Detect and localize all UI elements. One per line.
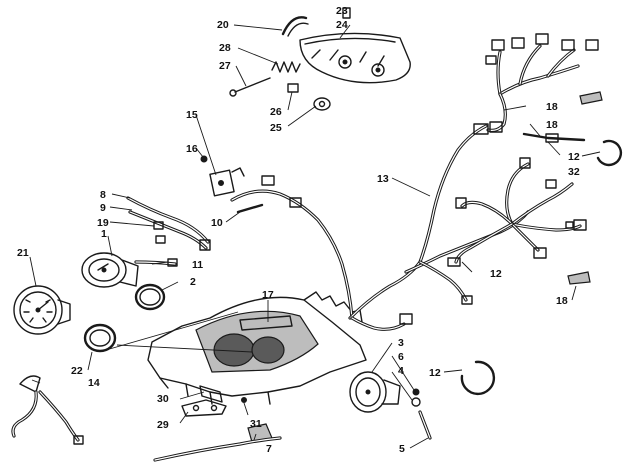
callout-25: 25 <box>270 122 282 134</box>
callout-10: 10 <box>211 217 223 229</box>
harness-connector-pair <box>261 175 302 208</box>
callout-19: 19 <box>97 217 109 229</box>
callout-31: 31 <box>250 418 262 430</box>
callout-6: 6 <box>398 351 404 363</box>
callout-16: 16 <box>186 143 198 155</box>
switch-bracket-part-15 <box>209 167 245 197</box>
leader-lines <box>29 24 601 449</box>
switch-harness-part-8 <box>126 196 211 251</box>
callout-labels: 20 23 24 28 27 26 25 15 16 10 8 9 19 1 1… <box>17 5 580 455</box>
branch-harness-part-12-right <box>447 157 587 267</box>
lens-part-20 <box>281 16 309 37</box>
connector-harness-part-13 <box>473 33 599 135</box>
nut-part-16 <box>200 155 208 163</box>
fastener-part-31 <box>241 397 247 403</box>
callout-15: 15 <box>186 109 198 121</box>
retaining-ring-part-12-upper <box>596 139 623 167</box>
washer-part-4 <box>411 397 421 407</box>
callout-20: 20 <box>217 19 229 31</box>
callout-18-upper: 18 <box>546 119 558 131</box>
wire-part-5 <box>418 410 432 440</box>
callout-14: 13 <box>377 173 389 185</box>
bezel-ring-part-2-lower <box>83 323 117 353</box>
grommet-part-25 <box>313 97 331 111</box>
callout-12-upper: 12 <box>568 151 580 163</box>
callout-28: 28 <box>219 42 231 54</box>
tachometer-part-1 <box>81 252 139 288</box>
bezel-ring-part-2-upper <box>134 283 166 311</box>
instrument-cluster-housing <box>299 32 411 84</box>
callout-4: 4 <box>398 365 404 377</box>
callout-12-lower: 12 <box>429 367 441 379</box>
cap-part-18-upper <box>579 91 603 105</box>
callout-13: 18 <box>546 101 558 113</box>
callout-22: 14 <box>88 377 100 389</box>
callout-7: 7 <box>266 443 272 455</box>
callout-27: 27 <box>219 60 231 72</box>
callout-21: 21 <box>17 247 29 259</box>
cap-part-18-lower <box>567 271 591 285</box>
callout-11: 11 <box>192 259 203 271</box>
callout-29: 29 <box>157 419 169 431</box>
bulb-part-27 <box>229 77 271 97</box>
fuse-holder-part-32 <box>522 132 586 143</box>
retaining-ring-part-12-lower <box>460 360 496 396</box>
callout-23: 23 <box>336 5 348 17</box>
harness-part-22 <box>11 375 84 445</box>
callout-2-upper: 2 <box>190 276 196 288</box>
callout-2-lower: 22 <box>71 365 83 377</box>
speedometer-part-21 <box>13 285 71 335</box>
callout-12-right: 12 <box>490 268 502 280</box>
screw-part-10 <box>236 203 264 214</box>
mount-bracket-part-29 <box>181 399 227 417</box>
callout-18-lower: 18 <box>556 295 568 307</box>
callout-32: 32 <box>568 166 580 178</box>
dash-console-part-17 <box>147 291 367 405</box>
callout-24: 24 <box>336 19 348 31</box>
callout-26: 26 <box>270 106 282 118</box>
callout-1: 1 <box>101 228 107 240</box>
throttle-cable <box>153 436 282 462</box>
main-wiring-harness-part-14 <box>230 124 530 331</box>
fuel-gauge-part-3 <box>349 371 401 413</box>
callout-5: 5 <box>399 443 405 455</box>
callout-3: 3 <box>398 337 404 349</box>
sender-part-11 <box>134 258 178 267</box>
callout-9: 9 <box>100 202 106 214</box>
callout-30: 30 <box>157 393 169 405</box>
callout-8: 8 <box>100 189 106 201</box>
nut-part-6 <box>412 388 420 396</box>
callout-17: 17 <box>262 289 274 301</box>
clip-part-23 <box>342 7 351 19</box>
socket-part-26 <box>287 83 299 93</box>
